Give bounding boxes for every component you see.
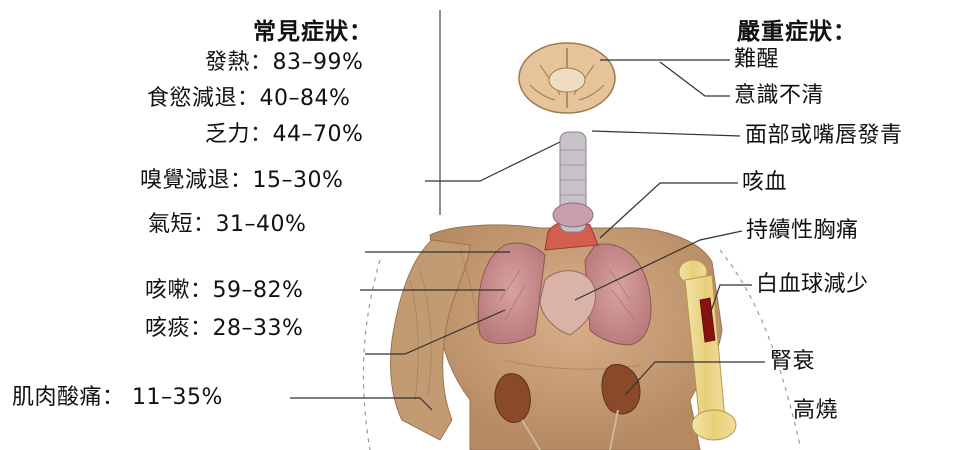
- common-item-cough: 咳嗽：59–82%: [145, 278, 303, 304]
- severe-item-high-fever: 高燒: [793, 398, 838, 424]
- severe-title: 嚴重症狀：: [737, 12, 857, 46]
- common-item-breath: 氣短：31–40%: [148, 212, 306, 238]
- common-item-appetite: 食慾減退：40–84%: [147, 86, 350, 112]
- body-outline-left: [363, 260, 380, 450]
- severe-item-leukopenia: 白血球減少: [756, 272, 869, 298]
- severe-item-kidney-failure: 腎衰: [770, 349, 815, 375]
- common-item-smell: 嗅覺減退：15–30%: [140, 168, 343, 194]
- severe-item-hard-to-wake: 難醒: [734, 47, 779, 73]
- common-item-sputum: 咳痰：28–33%: [145, 316, 303, 342]
- kidney-left: [495, 374, 530, 423]
- common-item-fatigue: 乏力：44–70%: [205, 122, 363, 148]
- severe-item-confusion: 意識不清: [734, 83, 824, 109]
- common-item-fever: 發熱：83–99%: [205, 50, 363, 76]
- severe-item-hemoptysis: 咳血: [742, 170, 787, 196]
- common-item-myalgia: 肌肉酸痛： 11–35%: [12, 385, 223, 411]
- thyroid: [553, 203, 593, 227]
- severe-item-chest-pain: 持續性胸痛: [746, 218, 859, 244]
- severe-item-cyanosis: 面部或嘴唇發青: [745, 123, 903, 149]
- brain-illustration: [519, 43, 615, 113]
- common-title: 常見症狀：: [253, 12, 373, 46]
- torso-shape: [430, 225, 722, 450]
